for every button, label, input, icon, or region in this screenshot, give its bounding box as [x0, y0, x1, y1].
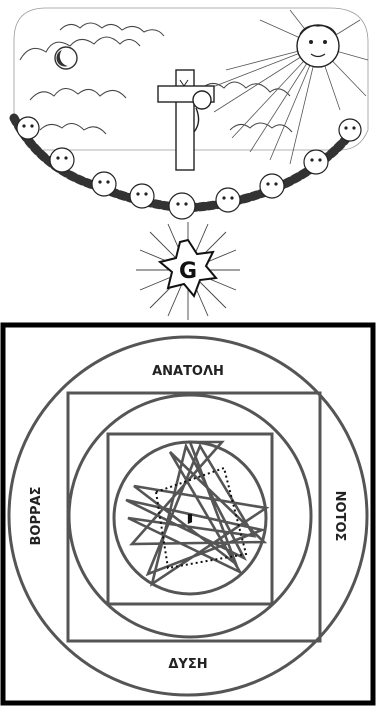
- south-label: ΔΥΣΗ: [168, 657, 207, 672]
- blazing-star-icon: G: [136, 222, 240, 320]
- star-letter: G: [179, 259, 197, 284]
- north-label: ΑΝΑΤΟΛΗ: [152, 364, 224, 379]
- compass-diagram: י ΑΝΑΤΟΛΗ ΔΥΣΗ ΒΟΡΡΑΣ ΝΟΤΟΣ: [0, 322, 376, 706]
- west-label: ΒΟΡΡΑΣ: [29, 487, 44, 546]
- east-label: ΝΟΤΟΣ: [332, 491, 347, 542]
- moon-icon: [55, 47, 77, 69]
- cross-icon: [158, 70, 214, 170]
- masonic-engraving: G: [0, 0, 376, 322]
- center-letter: י: [186, 505, 194, 535]
